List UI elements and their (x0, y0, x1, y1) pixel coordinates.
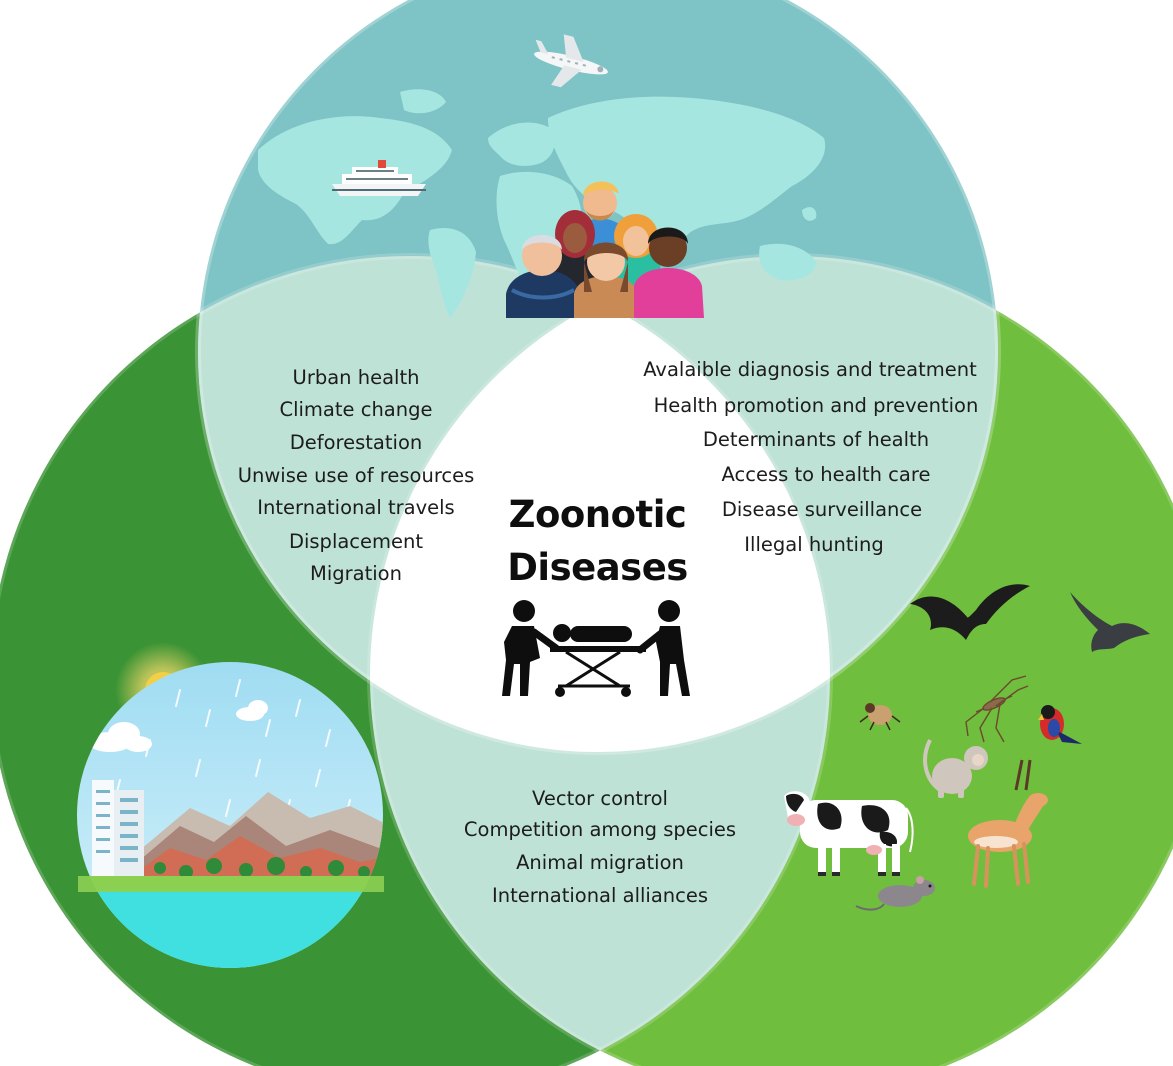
cow-icon (784, 791, 914, 876)
mosquito-icon (965, 675, 1029, 743)
list-item: Vector control (532, 787, 668, 810)
list-item: Animal migration (516, 851, 684, 874)
center-title-line1: Zoonotic (508, 493, 687, 536)
list-item: International alliances (491, 884, 709, 907)
list-item: Access to health care (721, 463, 931, 486)
list-item: Unwise use of resources (237, 464, 475, 487)
people-group-icon (506, 181, 704, 318)
list-item: Urban health (292, 366, 420, 389)
center-intersection (370, 256, 830, 752)
list-item: Deforestation (289, 431, 423, 454)
monkey-icon (923, 739, 988, 798)
cloud-icon (88, 700, 268, 752)
center-title-line2: Diseases (507, 546, 688, 589)
parrot-icon (1038, 705, 1082, 744)
bat-icon (910, 584, 1030, 640)
tick-icon (859, 703, 901, 731)
list-item: Avalaible diagnosis and treatment (643, 358, 977, 381)
rat-icon (855, 876, 935, 911)
cruise-ship-icon (332, 160, 426, 196)
list-item: Determinants of health (702, 428, 930, 451)
bird-icon (1070, 592, 1150, 652)
stretcher-patient-icon (502, 600, 690, 697)
list-item: Health promotion and prevention (653, 394, 979, 417)
list-item: Migration (310, 562, 402, 585)
list-item: Climate change (279, 398, 433, 421)
airplane-icon (534, 34, 608, 88)
gazelle-icon (968, 759, 1048, 888)
list-item: Displacement (288, 530, 424, 553)
list-item: International travels (257, 496, 455, 519)
list-item: Illegal hunting (744, 533, 884, 556)
list-item: Competition among species (463, 818, 737, 841)
list-item: Disease surveillance (721, 498, 923, 521)
building-icon (92, 780, 144, 880)
